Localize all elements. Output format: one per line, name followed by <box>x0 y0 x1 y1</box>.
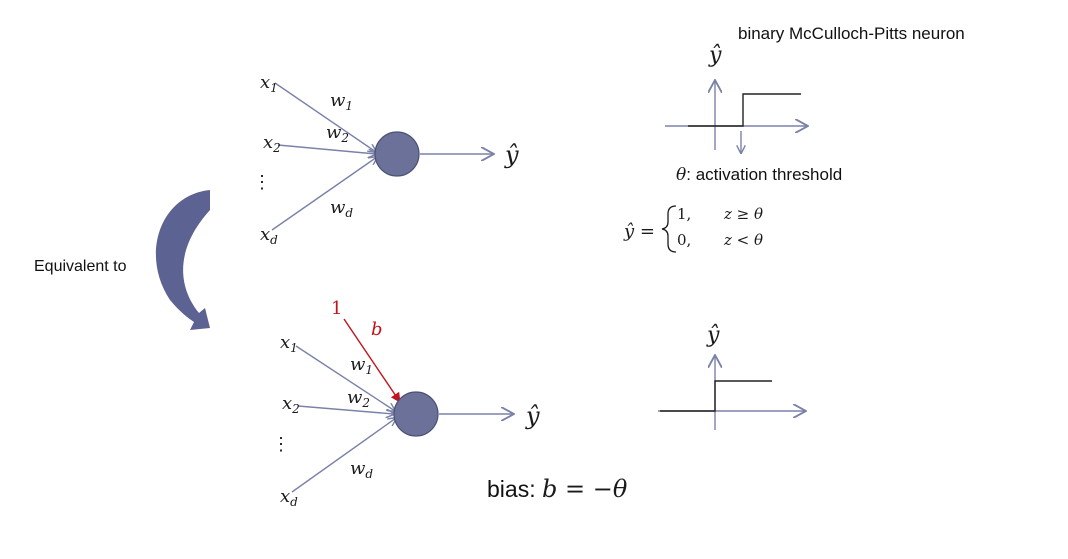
bias-input-one: 1 <box>331 298 342 319</box>
bottom-weight-w1: w1 <box>350 354 373 377</box>
curved-arrow-icon <box>155 190 210 330</box>
piecewise-case2-condition: z < θ <box>723 231 763 249</box>
top-step-plot: binary McCulloch-Pitts neuron ŷ θ: activ… <box>623 24 965 253</box>
bottom-output-yhat: ŷ <box>525 402 540 430</box>
bottom-edge-x2 <box>297 405 394 414</box>
bottom-edge-xd <box>291 418 396 493</box>
top-weight-w2: w2 <box>326 122 349 145</box>
top-neuron: x1 x2 ⋮ xd w1 w2 wd ŷ <box>253 72 519 247</box>
top-edge-x2 <box>277 144 376 154</box>
piecewise-brace <box>661 205 677 253</box>
piecewise-case1-value: 1, <box>677 205 691 223</box>
piecewise-case2-value: 0, <box>677 231 691 249</box>
top-edge-x1 <box>274 82 376 152</box>
equivalent-arrow: Equivalent to <box>34 190 210 330</box>
bottom-edge-x1 <box>295 345 395 411</box>
bottom-step-function <box>660 380 772 412</box>
bottom-neuron: 1 b x1 x2 ⋮ xd w1 w2 wd ŷ <box>272 298 540 509</box>
top-output-yhat: ŷ <box>504 141 519 169</box>
top-neuron-node <box>374 131 420 177</box>
top-plot-yhat-label: ŷ <box>708 43 722 68</box>
neuron-type-title: binary McCulloch-Pitts neuron <box>738 24 965 43</box>
top-edge-xd <box>271 157 377 231</box>
top-step-function <box>688 93 801 127</box>
bias-edge <box>343 318 401 403</box>
piecewise-case1-condition: z ≥ θ <box>723 205 763 223</box>
bottom-input-xd: xd <box>280 486 298 509</box>
bottom-weight-wd: wd <box>350 458 373 481</box>
bottom-input-x1: x1 <box>280 332 298 355</box>
top-weight-w1: w1 <box>330 90 353 113</box>
top-input-x1: x1 <box>260 72 278 95</box>
threshold-caption: θ: activation threshold <box>676 165 842 185</box>
piecewise-lhs: ŷ = <box>623 221 655 242</box>
top-input-xd: xd <box>260 224 278 247</box>
top-input-x2: x2 <box>263 132 281 155</box>
bottom-plot-yhat-label: ŷ <box>706 323 720 348</box>
bottom-neuron-node <box>393 391 439 437</box>
bottom-input-ellipsis: ⋮ <box>272 434 290 455</box>
top-input-ellipsis: ⋮ <box>253 172 271 193</box>
bias-equation: bias: b = −θ <box>487 475 628 503</box>
equivalent-label: Equivalent to <box>34 258 127 275</box>
bottom-weight-w2: w2 <box>347 387 370 410</box>
bottom-input-x2: x2 <box>282 393 300 416</box>
top-weight-wd: wd <box>330 197 353 220</box>
bottom-step-plot: ŷ bias: b = −θ <box>487 323 806 503</box>
bias-weight-b: b <box>371 319 383 340</box>
